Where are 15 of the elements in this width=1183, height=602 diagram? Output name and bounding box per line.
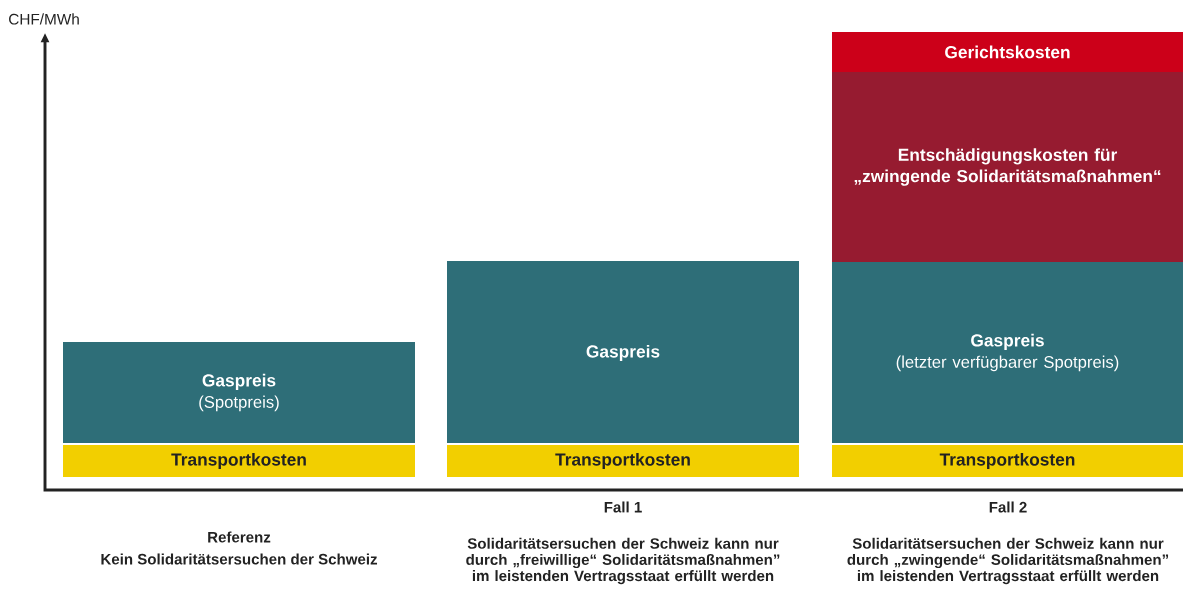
case-description: Solidaritätsersuchen der Schweiz kann nur durch „zwingende“ Solidaritätsmaßnahmen” im leistenden Vertragsstaat erfüllt werden (847, 537, 1169, 585)
case-title: Fall 1 (604, 501, 642, 513)
case-description: Solidaritätsersuchen der Schweiz kann nur durch „freiwillige“ Solidaritätsmaßnahmen” im leistenden Vertragsstaat erfüllt werden (466, 537, 780, 585)
axis-label: CHF/MWh (9, 13, 79, 25)
cost-bar: Transportkosten (447, 445, 799, 477)
case-description: Kein Solidaritätsersuchen der Schweiz (101, 553, 377, 565)
cost-bar: Transportkosten (63, 445, 415, 477)
cost-bar: Gaspreis (Spotpreis) (63, 342, 415, 443)
cost-bar: Gaspreis (letzter verfügbarer Spotpreis) (832, 262, 1183, 443)
case-title: Referenz (208, 531, 271, 543)
cost-bar: Transportkosten (832, 445, 1183, 477)
case-title: Fall 2 (989, 501, 1027, 513)
cost-bar: Entschädigungskosten für „zwingende Solidaritätsmaßnahmen“ (832, 72, 1183, 262)
cost-bar: Gerichtskosten (832, 32, 1183, 72)
cost-bar: Gaspreis (447, 261, 799, 443)
